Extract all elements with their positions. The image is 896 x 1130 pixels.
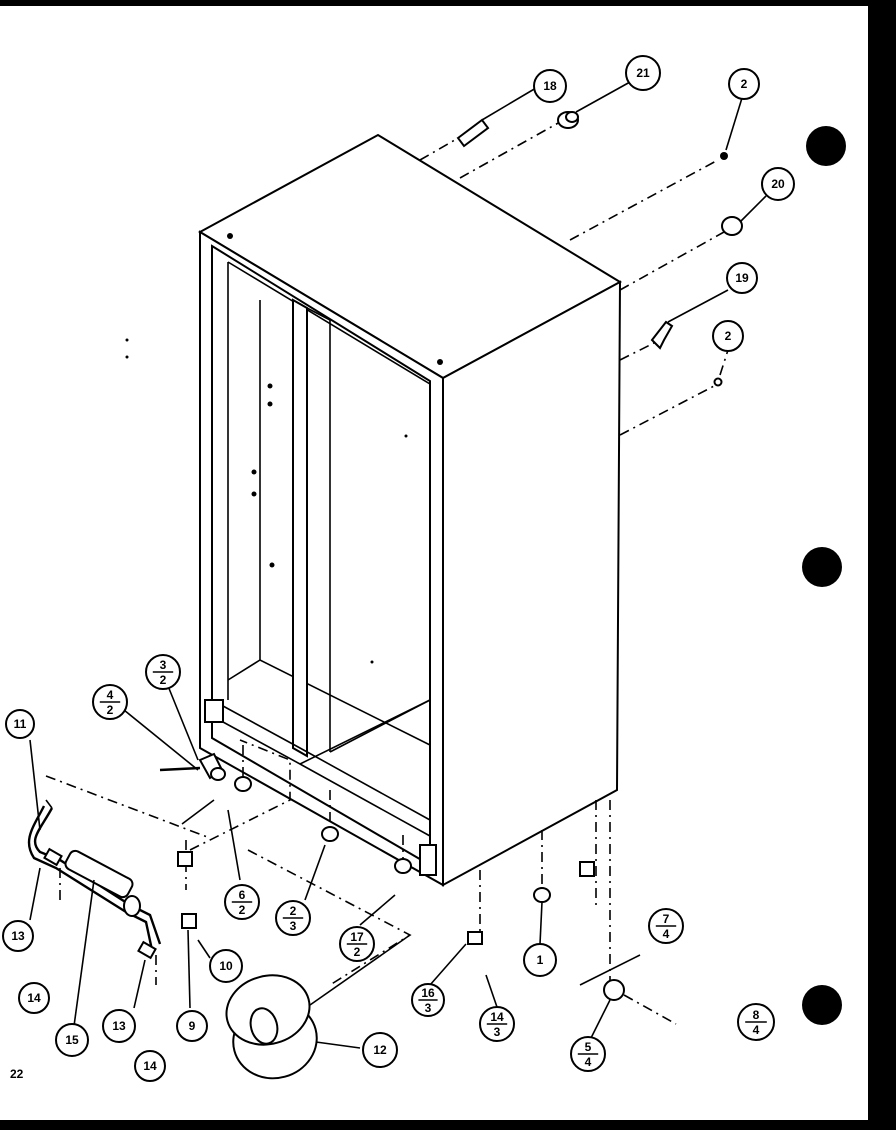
callout-label: 11 [14, 717, 27, 731]
fraction-top: 7 [663, 912, 670, 926]
punch-hole-middle [802, 547, 842, 587]
punch-hole-bottom [802, 985, 842, 1025]
callout-label: 19 [735, 271, 749, 285]
fraction-top: 4 [107, 688, 114, 702]
fraction-callout-f84: 84 [737, 1003, 775, 1041]
callout-c12: 12 [362, 1032, 398, 1068]
fraction-callout-f32: 32 [145, 654, 181, 690]
fraction-top: 8 [753, 1008, 760, 1022]
fraction-top: 6 [239, 888, 246, 902]
callout-c20: 20 [761, 167, 795, 201]
callout-c18: 18 [533, 69, 567, 103]
fraction-bottom: 2 [239, 903, 246, 917]
drain-and-leveling-parts [27, 685, 677, 1080]
fraction-callout-f54: 54 [570, 1036, 606, 1072]
callout-c1: 1 [523, 943, 557, 977]
fraction-bottom: 3 [290, 919, 297, 933]
callout-label: 13 [112, 1019, 126, 1033]
fraction-top: 16 [421, 986, 435, 1000]
callout-label: 10 [219, 959, 233, 973]
fraction-callout-f62: 62 [224, 884, 260, 920]
fraction-bottom: 3 [494, 1025, 501, 1039]
fraction-bottom: 4 [585, 1055, 592, 1069]
fraction-bottom: 4 [753, 1023, 760, 1037]
fraction-top: 17 [350, 930, 364, 944]
callout-c13a: 13 [2, 920, 34, 952]
callout-label: 18 [543, 79, 557, 93]
callout-c19: 19 [726, 262, 758, 294]
callout-c2b: 2 [712, 320, 744, 352]
callout-label: 14 [27, 991, 41, 1005]
fraction-callout-f143: 143 [479, 1006, 515, 1042]
fraction-callout-f23: 23 [275, 900, 311, 936]
callout-c15: 15 [55, 1023, 89, 1057]
fraction-bottom: 2 [160, 673, 167, 687]
condenser-fan-ring [225, 934, 411, 1080]
callout-c13b: 13 [102, 1009, 136, 1043]
fraction-top: 14 [490, 1010, 504, 1024]
callout-c14b: 14 [134, 1050, 166, 1082]
callout-label: 14 [143, 1059, 157, 1073]
callout-label: 13 [11, 929, 25, 943]
callout-c11: 11 [5, 709, 35, 739]
fraction-callout-f172: 172 [339, 926, 375, 962]
callout-label: 1 [537, 953, 544, 967]
cabinet-shell [125, 133, 623, 887]
callout-c9: 9 [176, 1010, 208, 1042]
callout-label: 9 [189, 1019, 196, 1033]
rear-fittings [419, 81, 767, 436]
fraction-bottom: 2 [354, 945, 361, 959]
punch-hole-top [806, 126, 846, 166]
fraction-bottom: 3 [425, 1001, 432, 1015]
callout-label: 12 [373, 1043, 387, 1057]
callout-label: 15 [65, 1033, 79, 1047]
callout-label: 21 [636, 66, 650, 80]
fraction-bottom: 4 [663, 927, 670, 941]
fraction-top: 3 [160, 658, 167, 672]
fraction-bottom: 2 [107, 703, 114, 717]
fraction-callout-f74: 74 [648, 908, 684, 944]
fraction-callout-f42: 42 [92, 684, 128, 720]
fraction-callout-f163: 163 [411, 983, 445, 1017]
callout-c14a: 14 [18, 982, 50, 1014]
page-number: 22 [10, 1067, 24, 1081]
callout-c10: 10 [209, 949, 243, 983]
callout-c21: 21 [625, 55, 661, 91]
callout-c2a: 2 [728, 68, 760, 100]
fraction-top: 5 [585, 1040, 592, 1054]
fraction-top: 2 [290, 904, 297, 918]
callout-label: 20 [771, 177, 785, 191]
callout-label: 2 [741, 77, 748, 91]
callout-label: 2 [725, 329, 732, 343]
